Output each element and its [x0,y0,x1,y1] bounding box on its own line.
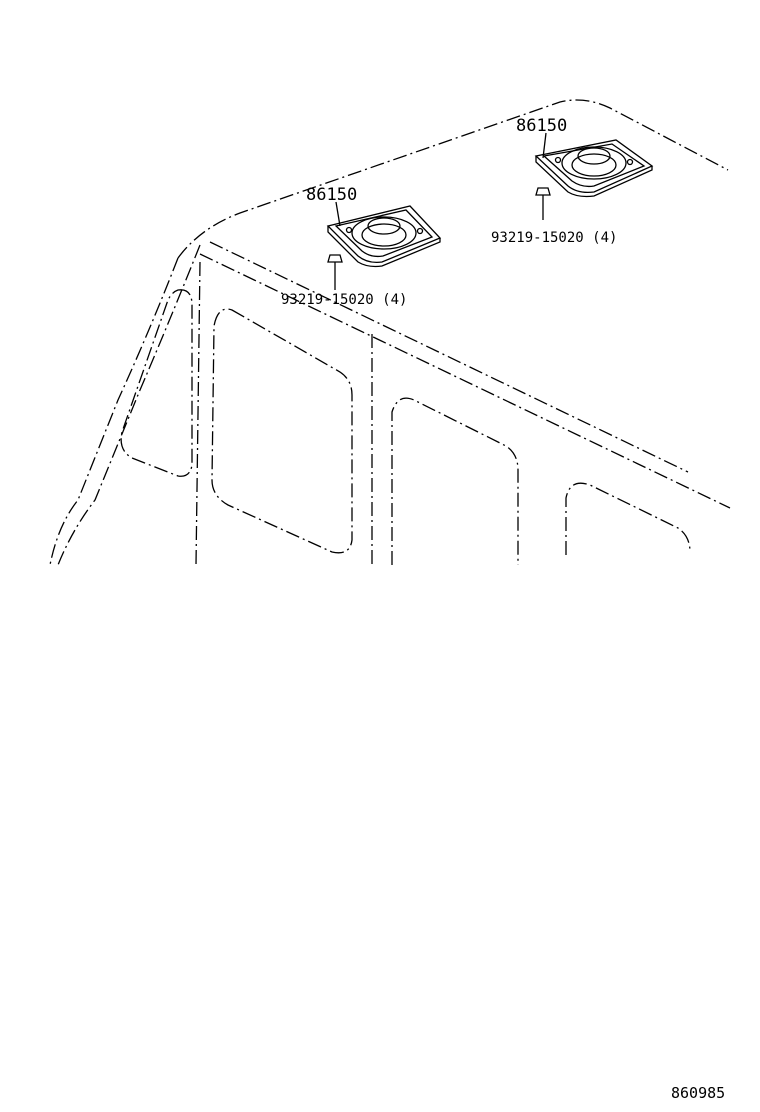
speaker-right [534,139,654,198]
leader-line-speaker-right [542,132,547,159]
callout-speaker-left: 86150 [306,185,357,205]
screw-left [327,254,343,290]
callout-speaker-right: 86150 [516,116,567,136]
screw-right [535,187,551,220]
speaker-left [326,205,442,268]
illustration-code: 860985 [671,1084,725,1102]
callout-screw-right: 93219-15020 (4) [491,230,617,246]
leader-line-speaker-left [335,201,341,227]
vehicle-body-outline [49,99,731,566]
callout-screw-left: 93219-15020 (4) [281,292,407,308]
